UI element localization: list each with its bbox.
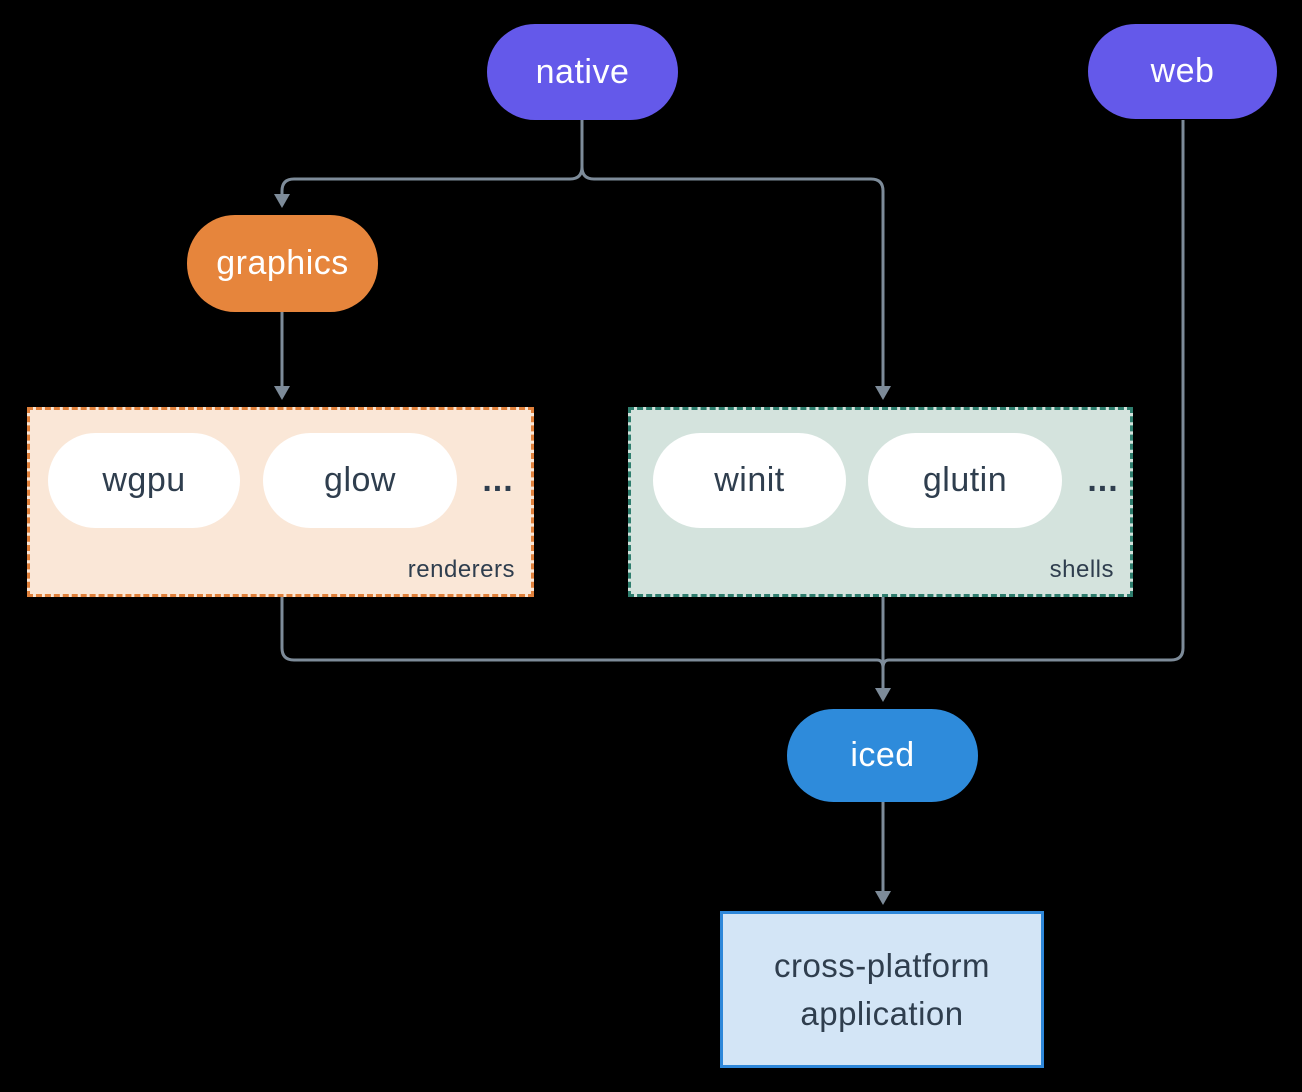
node-native: native xyxy=(487,24,678,120)
edge-renderers-to-merge xyxy=(280,597,885,669)
pill-glutin: glutin xyxy=(868,433,1062,528)
renderers-ellipsis: ... xyxy=(482,461,514,499)
pill-winit: winit xyxy=(653,433,846,528)
shells-ellipsis: ... xyxy=(1087,461,1119,499)
arrowheads xyxy=(274,194,891,905)
edge-strokes xyxy=(280,120,1185,892)
node-iced-label: iced xyxy=(850,736,915,774)
node-native-label: native xyxy=(535,52,630,91)
pill-wgpu: wgpu xyxy=(48,433,240,528)
pill-wgpu-label: wgpu xyxy=(102,461,186,499)
edge-native-to-graphics xyxy=(280,120,584,197)
node-cross-platform-application: cross-platform application xyxy=(720,911,1044,1068)
node-web: web xyxy=(1088,24,1277,119)
node-iced: iced xyxy=(787,709,978,802)
pill-glutin-label: glutin xyxy=(922,461,1008,499)
renderers-group-label: renderers xyxy=(407,556,515,583)
arrowhead-renderers xyxy=(274,386,290,400)
pill-winit-label: winit xyxy=(714,461,785,499)
group-shells: winit glutin ... shells xyxy=(628,407,1133,597)
arrowhead-graphics xyxy=(274,194,290,208)
edge-native-to-shells xyxy=(580,166,885,388)
group-renderers: wgpu glow ... renderers xyxy=(27,407,534,597)
node-web-label: web xyxy=(1150,52,1215,90)
pill-glow: glow xyxy=(263,433,457,528)
pill-glow-label: glow xyxy=(324,461,396,499)
arrowhead-app xyxy=(875,891,891,905)
arrowhead-iced xyxy=(875,688,891,702)
node-graphics: graphics xyxy=(187,215,378,312)
app-label-line2: application xyxy=(800,994,964,1032)
arrowhead-shells xyxy=(875,386,891,400)
node-graphics-label: graphics xyxy=(216,244,349,282)
shells-group-label: shells xyxy=(1049,556,1114,583)
app-label-line1: cross-platform xyxy=(773,946,991,984)
